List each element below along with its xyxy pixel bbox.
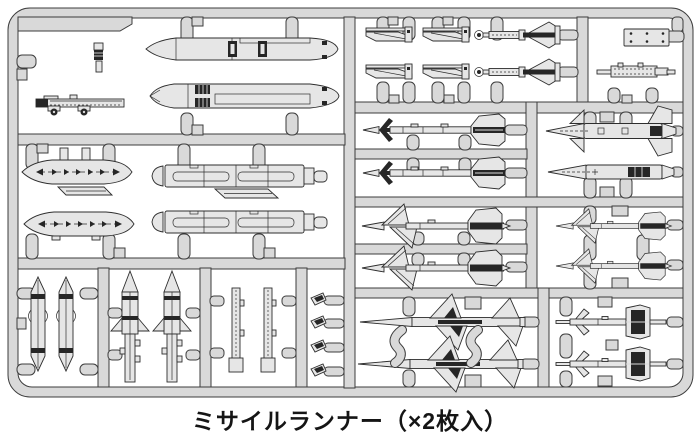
compartment-bottom-left-fins xyxy=(310,292,327,377)
compartment-lower-middle-right xyxy=(555,208,672,284)
compartment-top-right xyxy=(596,28,676,78)
large-missile-half-with-fins xyxy=(545,105,677,157)
compartment-middle-right xyxy=(545,105,677,180)
sidewinder-missile-2 xyxy=(362,156,506,190)
folded-fin-missile-2 xyxy=(474,58,561,86)
small-fin-blade-1 xyxy=(310,292,327,306)
runner-bar-v-bl1 xyxy=(97,267,110,388)
runner-bar-h6 xyxy=(354,243,528,255)
compartment-top-left xyxy=(35,37,340,116)
missile-launch-rail xyxy=(35,94,125,116)
gun-pod-rail xyxy=(596,62,676,78)
small-sensor-part xyxy=(93,42,104,73)
missile-with-pylon-2 xyxy=(152,269,192,383)
vertical-pylon-tank-2 xyxy=(56,275,76,373)
large-missile-half-plain xyxy=(547,164,675,180)
runner-bar-h4 xyxy=(354,148,528,160)
launch-rail-adapter-3 xyxy=(365,63,413,80)
compartment-bottom-left-missiles xyxy=(110,269,192,383)
small-fin-blade-4 xyxy=(310,363,327,377)
drop-tank-half-2 xyxy=(149,83,340,109)
runner-wide-rail xyxy=(17,16,133,32)
missile-with-pylon-1 xyxy=(110,269,150,383)
sheet-caption: ミサイルランナー（×2枚入） xyxy=(191,408,509,434)
delta-canard-missile-1 xyxy=(361,203,511,249)
sidewinder-missile-1 xyxy=(362,113,506,147)
runner-bar-v-bl2 xyxy=(199,267,212,388)
compartment-mid-left xyxy=(21,147,328,241)
vertical-pylon-tank-1 xyxy=(28,275,48,373)
small-fin-blade-3 xyxy=(310,339,327,353)
s-curve-runner-piece-1 xyxy=(389,325,407,368)
compartment-bottom-left-pylons xyxy=(28,275,76,373)
s-curve-runner-piece-2 xyxy=(465,325,483,368)
sparrow-missile-2 xyxy=(357,335,524,393)
drop-tank-half-1 xyxy=(145,37,339,61)
runner-bar-v-bl3 xyxy=(295,267,308,388)
riveted-mounting-plate xyxy=(623,28,670,47)
flat-weapon-pylon-1 xyxy=(228,287,245,373)
rocket-pod-half-2 xyxy=(23,211,135,241)
runner-bar-v-bottomright xyxy=(537,287,550,388)
runner-bar-v-main xyxy=(343,16,356,389)
runner-bar-v-topright xyxy=(576,16,589,113)
twin-rail-launcher-pod-half-2 xyxy=(151,210,328,234)
folded-fin-missile-1 xyxy=(474,21,561,49)
launch-rail-adapter-4 xyxy=(422,63,470,80)
compartment-bottom-middle xyxy=(357,293,526,393)
sparrow-missile-1 xyxy=(359,293,526,351)
small-fin-blade-2 xyxy=(310,315,327,329)
runner-bar-h5 xyxy=(354,196,684,208)
launch-rail-adapter-2 xyxy=(422,26,470,43)
runner-bar-h1 xyxy=(17,133,346,146)
runner-bar-h7 xyxy=(354,287,684,299)
compartment-bottom-left-flat-pylons xyxy=(228,287,277,373)
runner-bar-h3 xyxy=(354,101,684,114)
rocket-pod-half-1 xyxy=(21,147,133,196)
flat-weapon-pylon-2 xyxy=(260,287,277,373)
runner-bar-h2 xyxy=(17,257,346,270)
twin-rail-launcher-pod-half-1 xyxy=(151,164,328,199)
launch-rail-adapter-1 xyxy=(365,26,413,43)
sprue-frame xyxy=(7,7,694,398)
compartment-top-middle xyxy=(365,21,561,86)
